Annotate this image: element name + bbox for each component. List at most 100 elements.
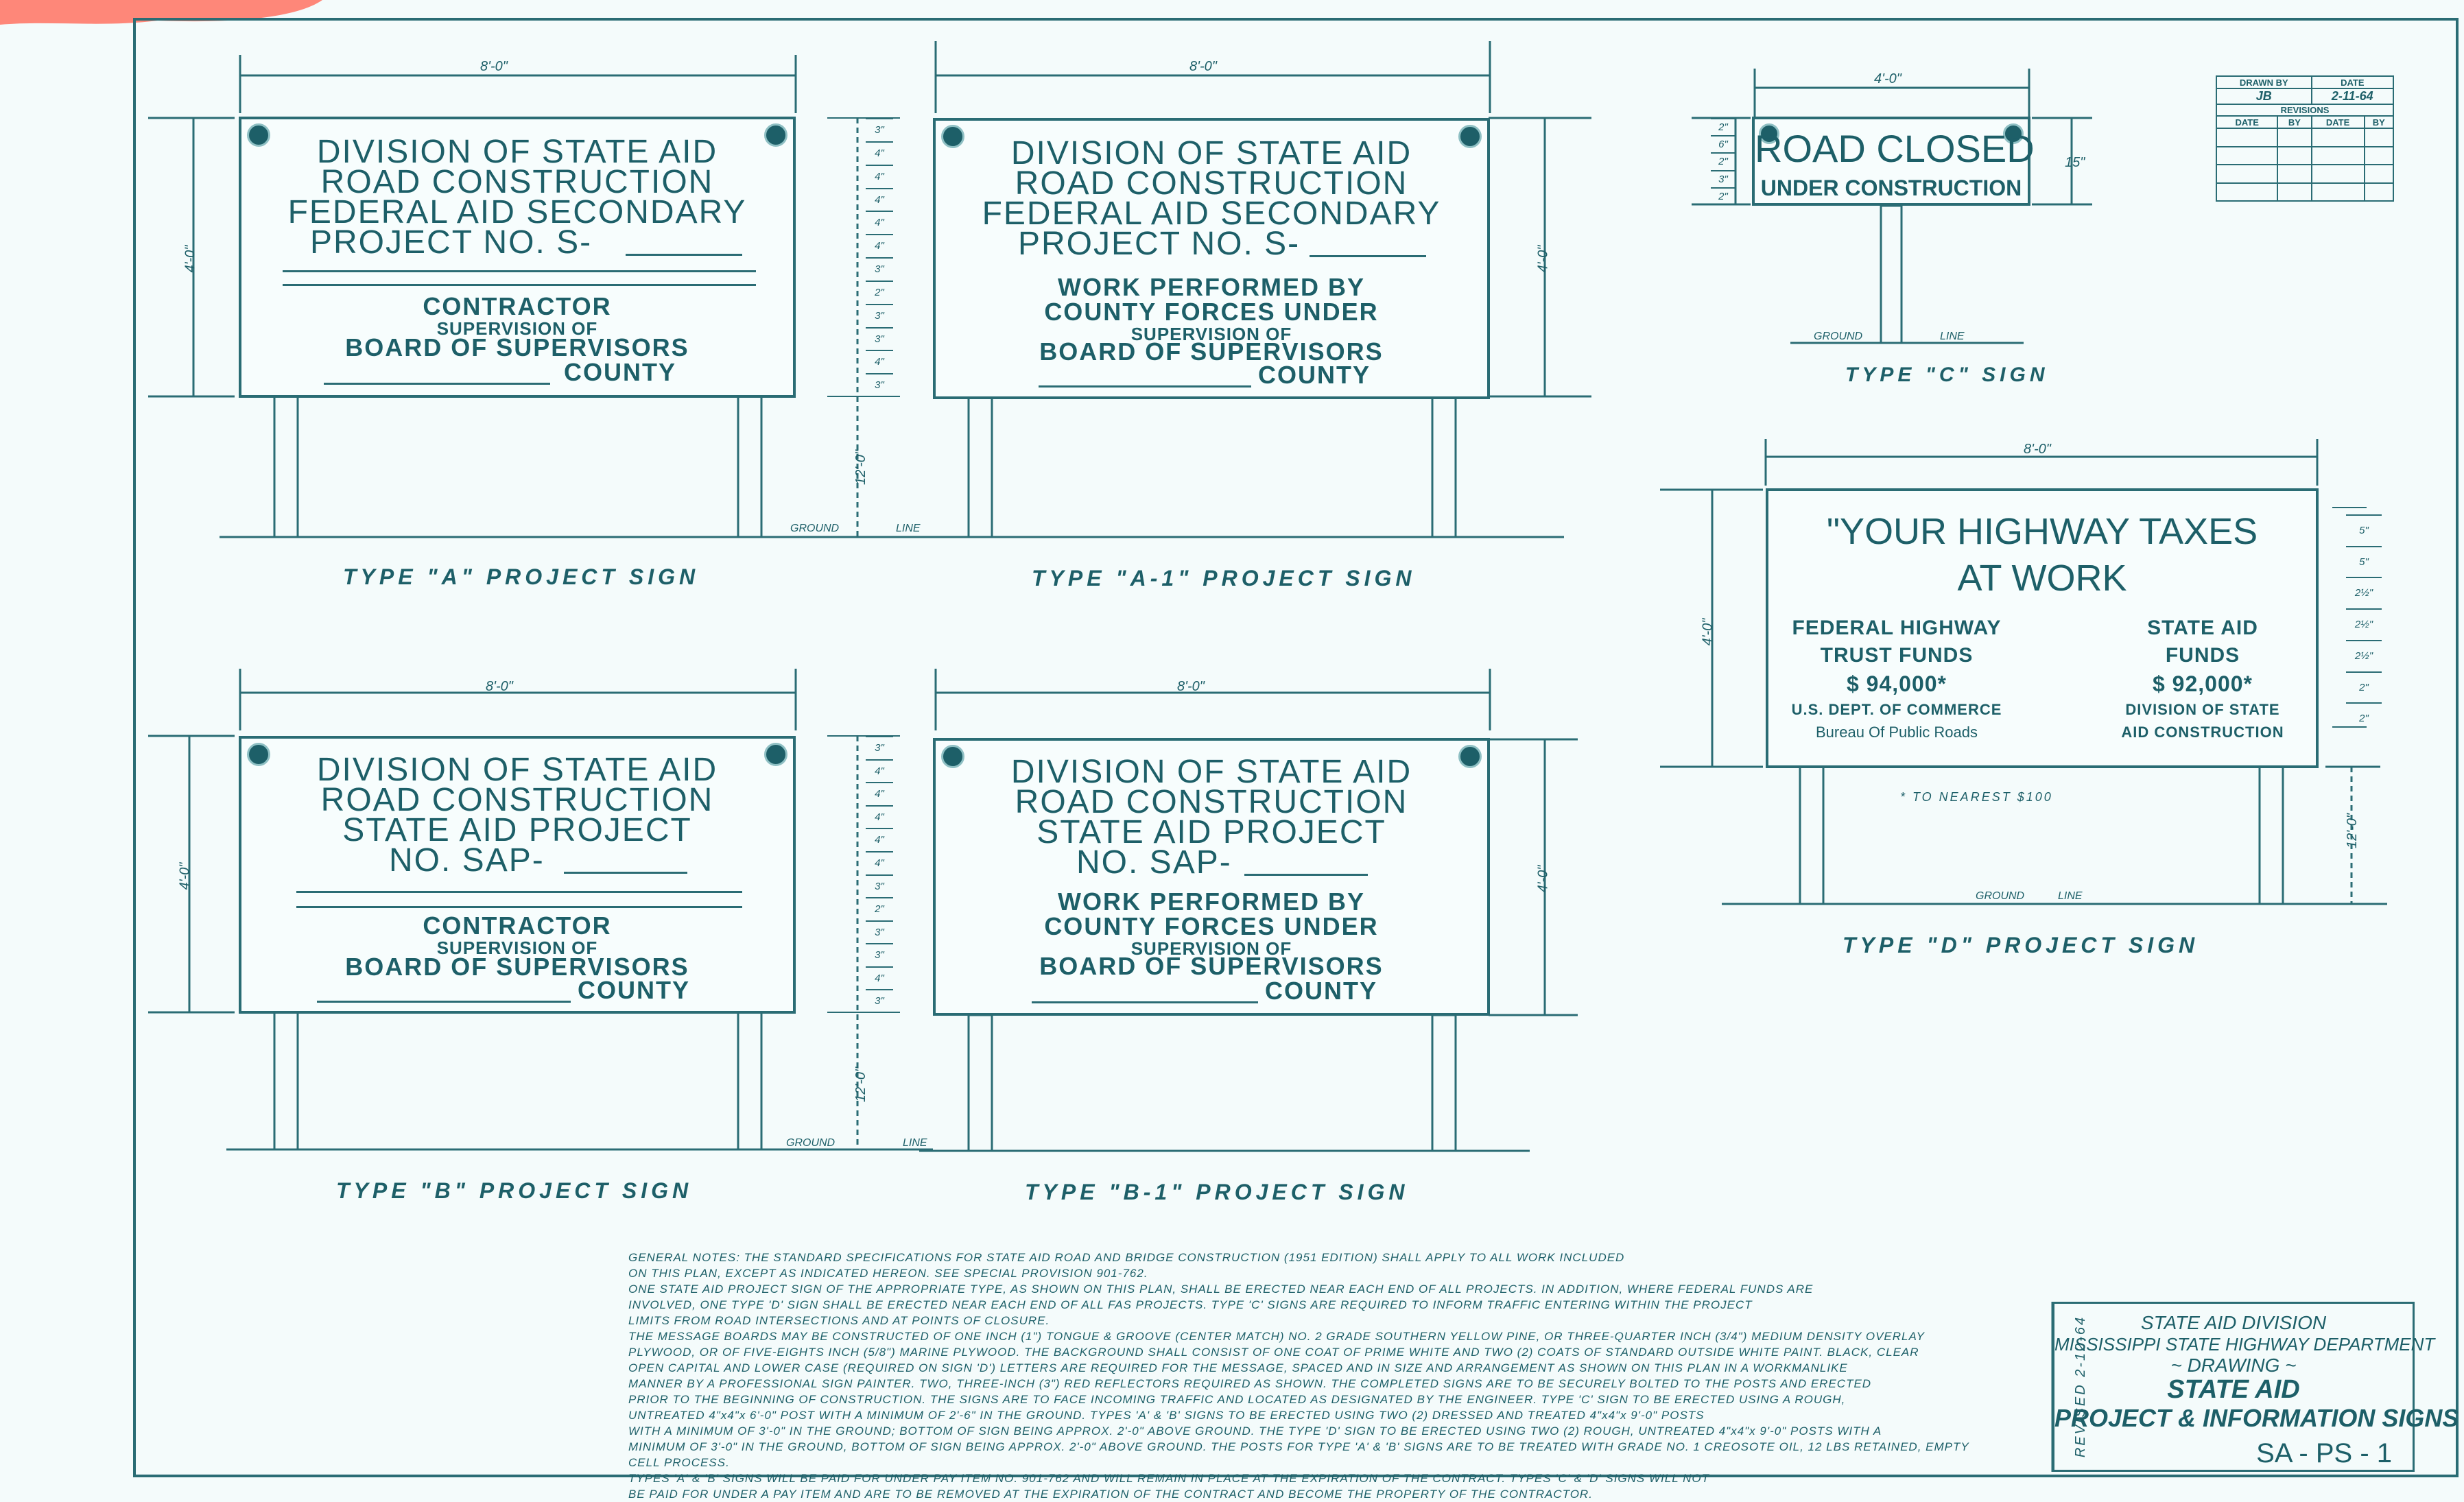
revisions-header: REVISIONS — [2216, 104, 2394, 117]
note-line: ON THIS PLAN, EXCEPT AS INDICATED HEREON… — [628, 1267, 1148, 1280]
dim-width-b1: 8'-0" — [1177, 679, 1205, 694]
drawing-label: ~ DRAWING ~ — [2170, 1355, 2297, 1376]
spacing-value: 3" — [866, 326, 893, 350]
rev-date-col-2: DATE — [2310, 115, 2365, 129]
sign-line-1: DIVISION OF STATE AID — [316, 134, 718, 170]
reflector-left — [1759, 123, 1779, 144]
caption-type-a: TYPE "A" PROJECT SIGN — [343, 564, 700, 589]
reflector-left — [941, 745, 964, 768]
nearest-footnote: * TO NEAREST $100 — [1900, 790, 2053, 804]
sign-line-4: NO. SAP- — [389, 842, 545, 879]
line-label-d: LINE — [2058, 890, 2083, 902]
spacing-value: 3" — [866, 920, 893, 944]
caption-type-b: TYPE "B" PROJECT SIGN — [336, 1178, 693, 1203]
work-performed-label: WORK PERFORMED BY — [1058, 887, 1365, 916]
dim-width-a1: 8'-0" — [1189, 59, 1217, 74]
spacing-value: 4" — [866, 211, 893, 234]
caption-type-c: TYPE "C" SIGN — [1845, 363, 2049, 386]
dim-height-c: 15" — [2065, 155, 2085, 170]
sign-type-a1: DIVISION OF STATE AID ROAD CONSTRUCTION … — [933, 118, 1490, 399]
aid-construction-label: AID CONSTRUCTION — [2121, 724, 2284, 741]
spacing-value: 2" — [2346, 671, 2382, 703]
spacing-value: 4" — [866, 804, 893, 829]
line-label-a: LINE — [896, 523, 921, 534]
spacing-column-a: 3"4"4"4"4"4"3"2"3"3"4"3" — [866, 118, 893, 396]
sign-type-c: ROAD CLOSED UNDER CONSTRUCTION — [1752, 117, 2035, 206]
dim-height-d: 4'-0" — [1700, 618, 1716, 646]
county-label: COUNTY — [578, 976, 690, 1004]
spacing-value: 4" — [866, 234, 893, 257]
spacing-value: 2" — [866, 897, 893, 920]
reflector-left — [941, 125, 964, 148]
spacing-value: 3" — [866, 943, 893, 966]
spacing-value: 3" — [866, 736, 893, 759]
spacing-value: 3" — [866, 118, 893, 141]
sign-line-4: PROJECT NO. S- — [1018, 226, 1301, 262]
dim-height-b: 4'-0" — [177, 862, 193, 890]
sign-line-2: ROAD CONSTRUCTION — [1015, 784, 1408, 820]
spacing-value: 5" — [2346, 545, 2382, 577]
sign-line-2: ROAD CONSTRUCTION — [320, 164, 714, 200]
spacing-value: 4" — [866, 850, 893, 874]
caption-type-d: TYPE "D" PROJECT SIGN — [1843, 933, 2199, 957]
rev-by-col-2: BY — [2363, 115, 2395, 129]
county-label: COUNTY — [1265, 977, 1377, 1005]
line-label-b: LINE — [903, 1137, 927, 1149]
sign-type-d: "YOUR HIGHWAY TAXES AT WORK FEDERAL HIGH… — [1766, 488, 2319, 768]
spacing-value: 2" — [866, 280, 893, 304]
sign-line-3: STATE AID PROJECT — [342, 812, 692, 848]
sign-line-3: STATE AID PROJECT — [1036, 814, 1386, 850]
note-line: THE MESSAGE BOARDS MAY BE CONSTRUCTED OF… — [628, 1330, 1925, 1343]
spacing-value: 2" — [1711, 187, 1736, 204]
road-closed-text: ROAD CLOSED — [1755, 127, 2035, 170]
spacing-value: 4" — [866, 966, 893, 990]
work-performed-label: WORK PERFORMED BY — [1058, 273, 1365, 301]
sign-line-1: DIVISION OF STATE AID — [316, 752, 718, 788]
spacing-value: 3" — [866, 303, 893, 327]
dim-height-a: 4'-0" — [182, 245, 198, 273]
dim-width-b: 8'-0" — [486, 679, 513, 694]
line-label-c: LINE — [1940, 331, 1965, 342]
general-notes: GENERAL NOTES: THE STANDARD SPECIFICATIO… — [628, 1250, 1993, 1502]
spacing-column-d: 5"5"2½"2½"2½"2"2" — [2346, 514, 2382, 734]
county-label: COUNTY — [1258, 361, 1371, 389]
county-forces-label: COUNTY FORCES UNDER — [1044, 298, 1379, 326]
drawing-number: SA - PS - 1 — [2256, 1438, 2392, 1468]
supervision-label: SUPERVISION OF — [1130, 938, 1292, 959]
spacing-value: 2" — [1711, 152, 1736, 169]
ground-label-a: GROUND — [790, 523, 840, 534]
supervision-label: SUPERVISION OF — [436, 938, 598, 958]
spacing-value: 3" — [866, 874, 893, 898]
dim-width-d: 8'-0" — [2024, 442, 2051, 457]
reflector-right — [1458, 125, 1482, 148]
reflector-left — [247, 123, 270, 147]
ground-label-d: GROUND — [1976, 890, 2025, 902]
spacing-value: 2½" — [2346, 608, 2382, 640]
federal-highway-label: FEDERAL HIGHWAY — [1792, 617, 2002, 639]
note-line: BE PAID FOR UNDER A PAY ITEM AND ARE TO … — [628, 1488, 1593, 1501]
board-label: BOARD OF SUPERVISORS — [345, 953, 689, 981]
sign-type-a: DIVISION OF STATE AID ROAD CONSTRUCTION … — [239, 117, 796, 398]
dim-height-b1: 4'-0" — [1535, 865, 1551, 893]
sign-type-b: DIVISION OF STATE AID ROAD CONSTRUCTION … — [239, 736, 796, 1014]
reflector-left — [247, 743, 270, 766]
sheet-border — [133, 18, 2459, 1477]
board-label: BOARD OF SUPERVISORS — [1039, 337, 1384, 366]
board-label: BOARD OF SUPERVISORS — [345, 333, 689, 361]
spacing-value: 3" — [866, 257, 893, 281]
reflector-right — [764, 743, 787, 766]
sign-line-2: ROAD CONSTRUCTION — [320, 782, 714, 818]
spacing-value: 2½" — [2346, 639, 2382, 671]
note-line: OPEN CAPITAL AND LOWER CASE (REQUIRED ON… — [628, 1361, 1848, 1374]
spacing-value: 4" — [866, 828, 893, 851]
note-line: LIMITS FROM ROAD INTERSECTIONS AND AT PO… — [628, 1314, 1050, 1327]
note-line: UNTREATED 4"x4"x 6'-0" POST WITH A MINIM… — [628, 1409, 1705, 1422]
spacing-value: 4" — [866, 782, 893, 805]
note-line: TYPES 'A' & 'B' SIGNS WILL BE PAID FOR U… — [628, 1472, 1709, 1485]
under-construction-text: UNDER CONSTRUCTION — [1760, 176, 2022, 200]
spacing-value: 4" — [866, 164, 893, 188]
spacing-value: 2" — [1711, 118, 1736, 135]
spacing-column-b: 3"4"4"4"4"4"3"2"3"3"4"3" — [866, 736, 893, 1012]
spacing-value: 2½" — [2346, 577, 2382, 608]
spacing-value: 3" — [866, 989, 893, 1012]
